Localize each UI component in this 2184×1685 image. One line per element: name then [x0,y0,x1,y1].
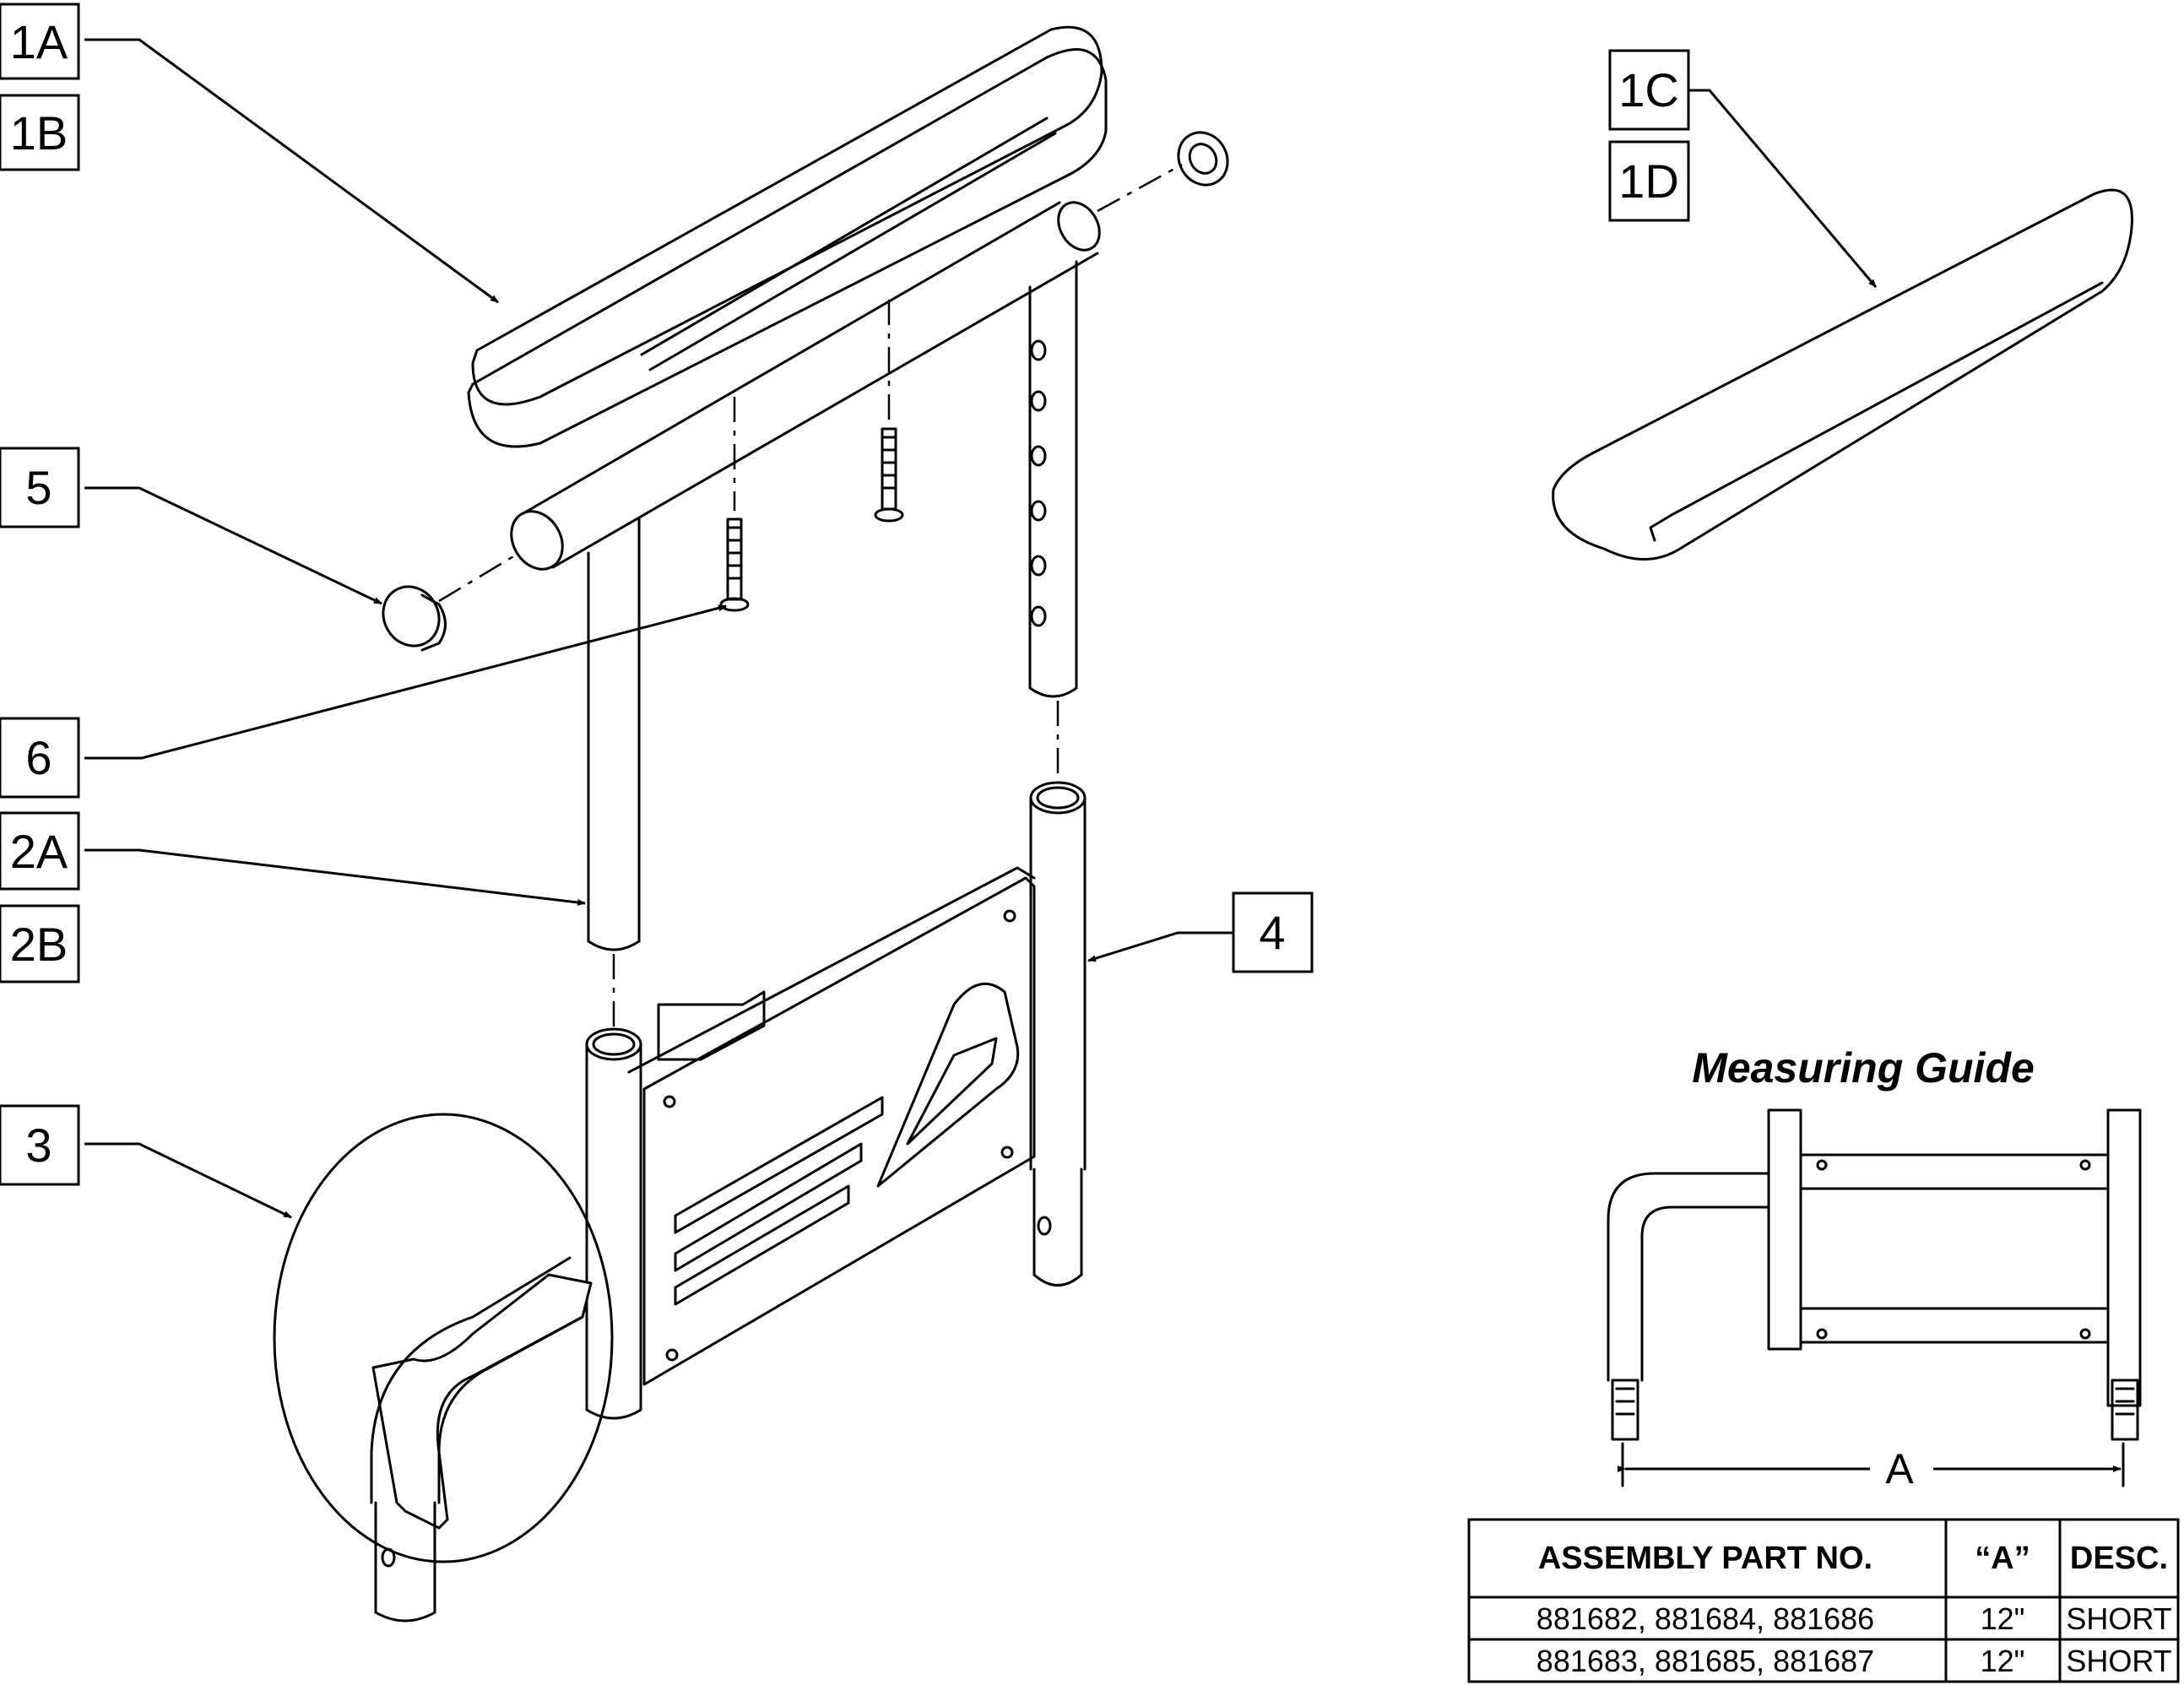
measuring-guide-frame [1607,1108,2142,1487]
callout-4: 4 [1232,891,1314,973]
callout-5: 5 [0,447,80,528]
callout-2b: 2B [0,904,80,983]
svg-text:1C: 1C [1618,63,1679,116]
callout-2a: 2A [0,811,80,891]
end-cap-5 [382,585,447,652]
alignment-lines [438,163,1183,1030]
svg-text:4: 4 [1259,906,1285,959]
screw-6 [719,517,750,612]
table-header-a: “A” [1975,1541,2030,1576]
table-cell-part-no: 881683, 881685, 881687 [1536,1644,1874,1678]
table-cell-desc: SHORT [2066,1601,2171,1636]
armrest-pad-1c [1552,188,2133,561]
callout-1b: 1B [0,94,80,171]
callout-1a: 1A [0,3,80,80]
table-cell-part-no: 881682, 881684, 881686 [1536,1601,1874,1636]
svg-text:5: 5 [25,461,51,514]
svg-text:1D: 1D [1618,154,1679,208]
arm-frame-2a [510,201,1101,951]
svg-text:3: 3 [25,1119,51,1172]
end-cap-rear [1177,131,1229,187]
svg-text:2A: 2A [10,825,68,878]
svg-text:2B: 2B [10,918,68,971]
callout-1c: 1C [1608,49,1690,131]
leader-lines [84,38,1878,1219]
svg-text:1A: 1A [10,15,68,68]
measuring-guide-title: Measuring Guide [1692,1044,2035,1092]
detail-circle-3 [273,1113,614,1623]
parts-table: ASSEMBLY PART NO. “A” DESC. 881682, 8816… [1467,1518,2180,1683]
table-header-part-no: ASSEMBLY PART NO. [1538,1541,1872,1576]
callout-6: 6 [0,717,80,799]
svg-text:1B: 1B [10,106,68,160]
table-header-desc: DESC. [2070,1541,2168,1576]
table-cell-a: 12" [1981,1644,2025,1678]
callout-3: 3 [0,1104,80,1186]
table-cell-a: 12" [1981,1601,2025,1636]
dimension-a-label: A [1885,1445,1914,1493]
armrest-pad-1a [467,25,1108,448]
screw-rear [874,427,904,523]
side-panel-4 [585,781,1087,1420]
adjustment-holes [1030,339,1047,627]
table-cell-desc: SHORT [2066,1644,2171,1678]
svg-text:6: 6 [25,731,51,784]
callout-1d: 1D [1608,140,1690,222]
